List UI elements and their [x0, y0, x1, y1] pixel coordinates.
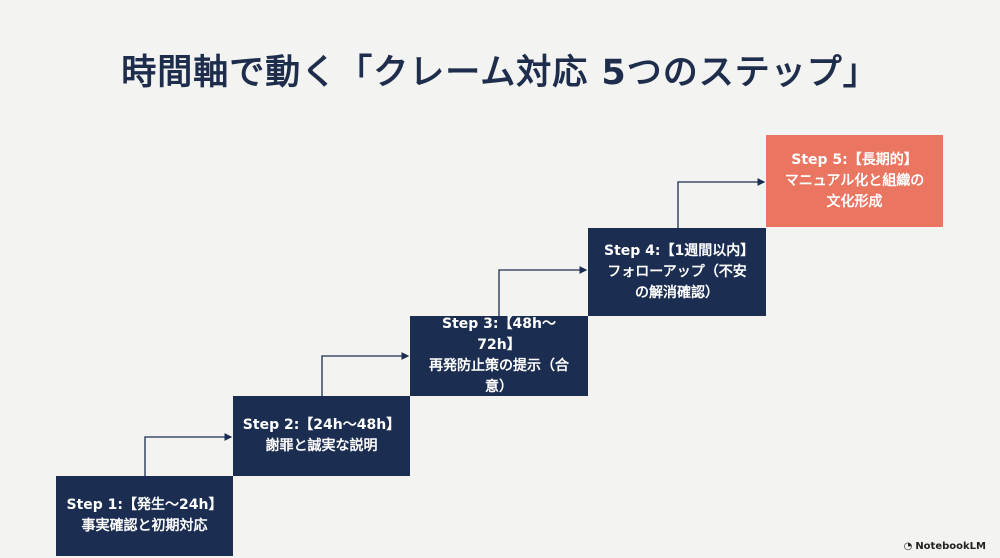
step-4-body: フォローアップ（不安の解消確認）: [607, 263, 747, 301]
step-2-body: 謝罪と誠実な説明: [265, 438, 378, 454]
notebooklm-logo: ◔ NotebookLM: [904, 541, 986, 552]
step-2-heading: Step 2:【24h〜48h】: [242, 417, 401, 433]
step-5-body: マニュアル化と組織の文化形成: [784, 172, 925, 210]
step-3-body: 再発防止策の提示（合意）: [429, 358, 569, 395]
step-1-box: Step 1:【発生〜24h】 事実確認と初期対応: [56, 476, 233, 556]
step-5-box: Step 5:【長期的】 マニュアル化と組織の文化形成: [766, 135, 943, 227]
step-5-heading: Step 5:【長期的】: [791, 151, 918, 168]
notebooklm-icon: ◔: [903, 541, 913, 552]
step-4-box: Step 4:【1週間以内】 フォローアップ（不安の解消確認）: [588, 228, 766, 316]
step-1-body: 事実確認と初期対応: [81, 518, 208, 534]
arrow-step1-to-step2: [144, 433, 233, 476]
arrow-step3-to-step4: [498, 266, 588, 316]
step-3-heading: Step 3:【48h〜72h】: [442, 316, 556, 353]
arrow-step4-to-step5: [677, 178, 766, 228]
slide-title: 時間軸で動く「クレーム対応 5つのステップ」: [121, 53, 879, 93]
logo-text: NotebookLM: [915, 541, 986, 552]
step-4-heading: Step 4:【1週間以内】: [604, 242, 755, 259]
step-1-heading: Step 1:【発生〜24h】: [66, 497, 223, 513]
step-2-box: Step 2:【24h〜48h】 謝罪と誠実な説明: [233, 396, 410, 476]
arrow-step2-to-step3: [321, 352, 410, 396]
step-3-box: Step 3:【48h〜72h】 再発防止策の提示（合意）: [410, 316, 588, 396]
